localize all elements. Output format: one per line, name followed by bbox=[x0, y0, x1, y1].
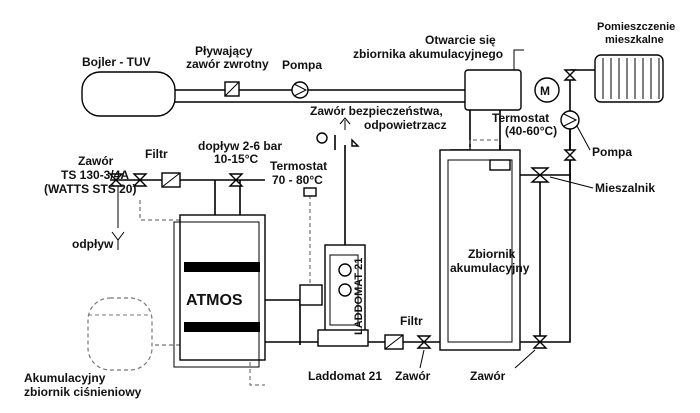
drain-valve-icon bbox=[108, 173, 125, 250]
valve-bottom-left-label: Zawór bbox=[395, 369, 431, 383]
pump-right-icon bbox=[560, 110, 580, 130]
filter-bottom-label: Filtr bbox=[400, 314, 423, 328]
inflow-valve-icon bbox=[228, 173, 244, 187]
dhw-boiler bbox=[81, 71, 176, 117]
filter-top-icon bbox=[161, 172, 181, 188]
valve-bottom-right-icon bbox=[532, 335, 548, 349]
motor-icon: M bbox=[534, 77, 560, 103]
atmos-boiler bbox=[173, 214, 266, 368]
check-valve-label: Pływający zawór zwrotny bbox=[186, 44, 269, 71]
valve-bottom-left-leader bbox=[419, 349, 425, 369]
laddomat-vertical-label: LADDOMAT 21 bbox=[353, 258, 365, 335]
accumulation-tank bbox=[439, 149, 521, 351]
tank-label-line1: Zbiornik bbox=[468, 247, 516, 261]
mixer-leader bbox=[549, 176, 594, 189]
safety-valve-label: Zawór bezpieczeństwa, odpowietrzacz bbox=[310, 104, 447, 132]
mixer-label: Mieszalnik bbox=[595, 181, 655, 195]
mixer-valve-icon bbox=[530, 167, 550, 183]
pressure-tank-line1: Akumulacyjny bbox=[24, 371, 106, 385]
filter-bottom-icon bbox=[384, 334, 404, 350]
open-expansion-vessel bbox=[464, 49, 524, 111]
tank-opening-label: Otwarcie się zbiornika akumulacyjnego bbox=[353, 33, 503, 61]
pump-right-leader bbox=[576, 125, 591, 151]
tank-opening-line1: Otwarcie się bbox=[425, 33, 496, 47]
pump-right-label: Pompa bbox=[592, 145, 632, 159]
laddomat-unit bbox=[299, 244, 369, 347]
tank-opening-line2: zbiornika akumulacyjnego bbox=[353, 47, 503, 61]
thermostat-right-line1: Termostat bbox=[492, 111, 549, 125]
thermostat-mid-icon bbox=[303, 187, 317, 197]
right-valve-icon bbox=[563, 69, 577, 161]
radiator-icon bbox=[594, 54, 664, 103]
valve-ts-line2: TS 130-3/4A bbox=[61, 168, 129, 182]
valve-ts-line3: (WATTS STS 20) bbox=[44, 182, 136, 196]
inflow-line2: 10-15°C bbox=[214, 152, 258, 166]
boiler-tuv-label: Bojler - TUV bbox=[82, 55, 151, 69]
check-valve-label-line2: zawór zwrotny bbox=[186, 57, 269, 71]
check-valve-label-line1: Pływający bbox=[195, 44, 253, 58]
drain-label: odpływ bbox=[72, 237, 114, 251]
inflow-line1: dopływ 2-6 bar bbox=[198, 139, 282, 153]
safety-valve-line2: odpowietrzacz bbox=[364, 118, 447, 132]
tank-label: Zbiornik akumulacyjny bbox=[450, 247, 530, 275]
valve-bottom-left-icon bbox=[416, 335, 432, 349]
pump-top-icon bbox=[291, 81, 309, 99]
living-room-line2: mieszkalne bbox=[605, 34, 664, 46]
atmos-logo: ATMOS bbox=[186, 292, 243, 309]
valve-ts-label: Zawór TS 130-3/4A (WATTS STS 20) bbox=[44, 154, 136, 196]
safety-valve-line1: Zawór bezpieczeństwa, bbox=[310, 104, 443, 118]
laddomat-label: Laddomat 21 bbox=[308, 369, 382, 383]
pressure-tank-line2: zbiornik ciśnieniowy bbox=[24, 385, 142, 399]
pressure-tank-label: Akumulacyjny zbiornik ciśnieniowy bbox=[24, 371, 142, 399]
thermostat-mid-line1: Termostat bbox=[270, 159, 327, 173]
pump-top-label: Pompa bbox=[282, 58, 322, 72]
living-room-line1: Pomieszczenie bbox=[597, 21, 675, 33]
living-room-label: Pomieszczenie mieszkalne bbox=[597, 21, 678, 46]
boiler-bar-bottom bbox=[184, 322, 260, 332]
valve-bottom-right-label: Zawór bbox=[470, 369, 506, 383]
thermostat-right-line2: (40-60°C) bbox=[505, 124, 557, 138]
thermostat-right-label: Termostat (40-60°C) bbox=[492, 111, 557, 138]
inflow-label: dopływ 2-6 bar 10-15°C bbox=[198, 139, 285, 166]
valve-bottom-right-leader bbox=[514, 349, 536, 369]
check-valve-icon bbox=[224, 81, 240, 97]
pressure-tank bbox=[87, 297, 153, 371]
thermostat-mid-line2: 70 - 80°C bbox=[272, 173, 323, 187]
boiler-bar-top bbox=[184, 262, 260, 272]
safety-valve-icon bbox=[316, 117, 360, 147]
filter-top-label: Filtr bbox=[145, 147, 168, 161]
thermostat-mid-label: Termostat 70 - 80°C bbox=[270, 159, 330, 187]
ts-valve-icon bbox=[132, 173, 148, 187]
motor-label: M bbox=[540, 84, 550, 98]
tank-label-line2: akumulacyjny bbox=[450, 261, 530, 275]
valve-ts-line1: Zawór bbox=[78, 154, 114, 168]
